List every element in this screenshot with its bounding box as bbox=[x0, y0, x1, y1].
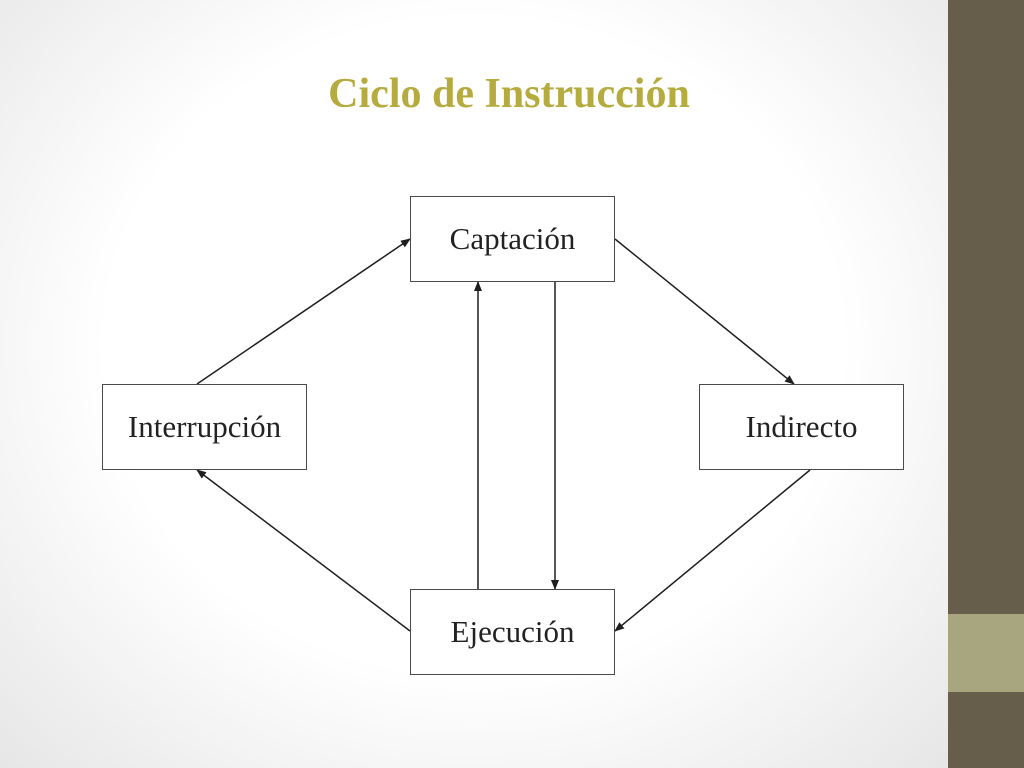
diagram-edges bbox=[196, 238, 811, 632]
edge-interrupcion-to-captacion bbox=[196, 238, 411, 385]
slide-title: Ciclo de Instrucción bbox=[328, 71, 690, 117]
node-interrupcion: Interrupción bbox=[102, 384, 307, 470]
edge-ejecucion-to-interrupcion bbox=[196, 469, 411, 632]
node-indirecto: Indirecto bbox=[699, 384, 904, 470]
edge-indirecto-to-ejecucion bbox=[614, 469, 811, 632]
decorative-sidebar-accent bbox=[948, 614, 1024, 692]
node-captacion: Captación bbox=[410, 196, 615, 282]
edge-captacion-to-indirecto bbox=[614, 238, 795, 385]
node-ejecucion: Ejecución bbox=[410, 589, 615, 675]
